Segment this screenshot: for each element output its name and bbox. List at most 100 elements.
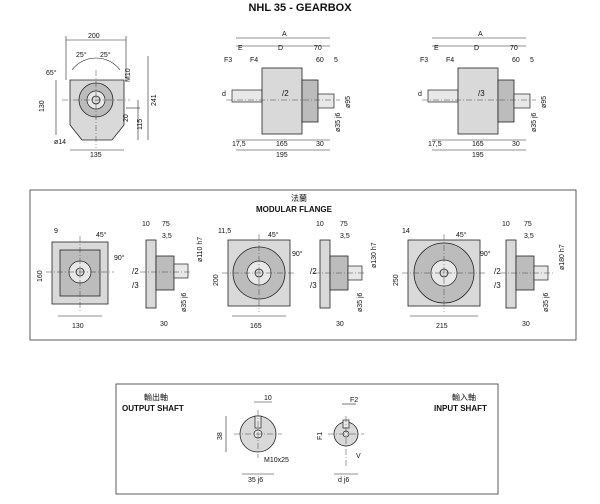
dim-label: M10x25 — [264, 457, 289, 464]
dim-label: 3,5 — [162, 233, 172, 240]
dim-label: 165 — [276, 141, 288, 148]
dim-label: E — [238, 45, 243, 52]
dim-label: 10 — [264, 395, 272, 402]
page-title: NHL 35 - GEARBOX — [248, 2, 352, 14]
dim-label: 30 — [160, 321, 168, 328]
dim-label: F2 — [350, 397, 358, 404]
dim-label: V — [356, 453, 361, 460]
dim-label: 215 — [436, 323, 448, 330]
dim-label: 200 — [213, 274, 220, 286]
dim-label: 90° — [480, 250, 491, 258]
dim-label: 75 — [340, 221, 348, 228]
input-shaft-en: INPUT SHAFT — [434, 404, 487, 413]
dim-label: 60 — [316, 57, 324, 64]
dim-label: 25° — [76, 51, 87, 59]
dim-label: F3 — [224, 57, 232, 64]
dim-label: 10 — [502, 221, 510, 228]
dim-label: A — [282, 31, 287, 38]
side-view-1-top: A E D 70 F3 F4 60 5 d /2 ø95 ø35 j6 17,5… — [222, 31, 352, 159]
dim-label: 45° — [96, 231, 107, 239]
dim-label: /2 — [494, 267, 501, 276]
dim-label: 45° — [456, 231, 467, 239]
dim-label: 241 — [151, 94, 158, 106]
dim-label: 70 — [314, 45, 322, 52]
dim-label: ø35 j6 — [335, 112, 342, 132]
dim-label: ø95 — [541, 96, 548, 108]
input-shaft-drawing: F2 F1 V d j6 — [317, 397, 364, 484]
dim-label: /3 — [132, 281, 139, 290]
dim-label: 60 — [512, 57, 520, 64]
dim-label: /3 — [494, 281, 501, 290]
dim-label: 75 — [524, 221, 532, 228]
dim-label: F4 — [250, 57, 258, 64]
dim-label: 165 — [250, 323, 262, 330]
dim-label: 5 — [530, 57, 534, 64]
output-shaft-cn: 輸出軸 — [144, 392, 168, 402]
dim-label: 90° — [292, 250, 303, 258]
dim-label: 65° — [46, 69, 57, 77]
dim-label: 25° — [100, 51, 111, 59]
dim-label: 90° — [114, 254, 125, 262]
output-shaft-drawing: 10 38 M10x25 35 j6 — [217, 395, 289, 484]
dim-label: 10 — [316, 221, 324, 228]
flange-heading-en: MODULAR FLANGE — [256, 205, 333, 214]
dim-label: 30 — [316, 141, 324, 148]
dim-label: /2 — [282, 89, 289, 98]
dim-label: ø35 j6 — [181, 292, 188, 312]
dim-label: 17,5 — [428, 141, 442, 148]
dim-label: 20 — [123, 114, 130, 122]
shaft-frame — [115, 383, 499, 495]
dim-label: F4 — [446, 57, 454, 64]
dim-label: 30 — [512, 141, 520, 148]
dim-label: 135 — [90, 152, 102, 159]
dim-label: /2 — [132, 267, 139, 276]
dim-label: A — [478, 31, 483, 38]
dim-label: 14 — [402, 228, 410, 235]
dim-label: 75 — [162, 221, 170, 228]
dim-label: ø95 — [345, 96, 352, 108]
dim-label: ø110 h7 — [197, 237, 204, 262]
dim-label: 250 — [393, 274, 400, 286]
dim-label: 30 — [522, 321, 530, 328]
dim-label: D — [474, 45, 479, 52]
dim-label: F1 — [317, 432, 324, 440]
dim-label: 3,5 — [340, 233, 350, 240]
dim-label: F3 — [420, 57, 428, 64]
dim-label: /2 — [310, 267, 317, 276]
dim-label: ø14 — [54, 139, 66, 146]
dim-label: /3 — [310, 281, 317, 290]
dim-label: 5 — [334, 57, 338, 64]
dim-label: d — [418, 91, 422, 98]
dim-label: 130 — [39, 100, 46, 112]
dim-label: D — [278, 45, 283, 52]
dim-label: ø180 h7 — [559, 244, 566, 270]
dim-label: M10 — [125, 68, 132, 82]
dim-label: d j6 — [338, 477, 349, 484]
dim-label: ø130 h7 — [371, 242, 378, 268]
dim-label: 70 — [510, 45, 518, 52]
dim-label: ø35 j6 — [543, 292, 550, 312]
dim-label: 10 — [142, 221, 150, 228]
flange-variant-2: 11,5 45° 200 165 10 75 3,5 90° /2 /3 ø13… — [213, 221, 378, 330]
dim-label: 45° — [268, 231, 279, 239]
dim-label: 195 — [276, 152, 288, 159]
dim-label: ø35 j6 — [531, 112, 538, 132]
input-shaft-cn: 輸入軸 — [452, 392, 476, 402]
dim-label: 35 j6 — [248, 477, 263, 484]
side-view-2-top: A E D 70 F3 F4 60 5 d /3 ø95 ø35 j6 17,5… — [418, 31, 548, 159]
dim-label: 9 — [54, 228, 58, 235]
flange-heading-cn: 法蘭 — [291, 193, 307, 203]
dim-label: /3 — [478, 89, 485, 98]
dim-label: 200 — [88, 33, 100, 40]
dim-label: 38 — [217, 432, 224, 440]
dim-label: 195 — [472, 152, 484, 159]
flange-variant-1: 9 45° 160 130 10 75 3,5 90° /2 /3 ø110 h… — [37, 221, 204, 330]
output-shaft-en: OUTPUT SHAFT — [122, 404, 184, 413]
dim-label: 160 — [37, 270, 44, 282]
dim-label: 115 — [137, 119, 144, 130]
dim-label: 30 — [336, 321, 344, 328]
dim-label: 165 — [472, 141, 484, 148]
dim-label: 3,5 — [524, 233, 534, 240]
dim-label: E — [434, 45, 439, 52]
